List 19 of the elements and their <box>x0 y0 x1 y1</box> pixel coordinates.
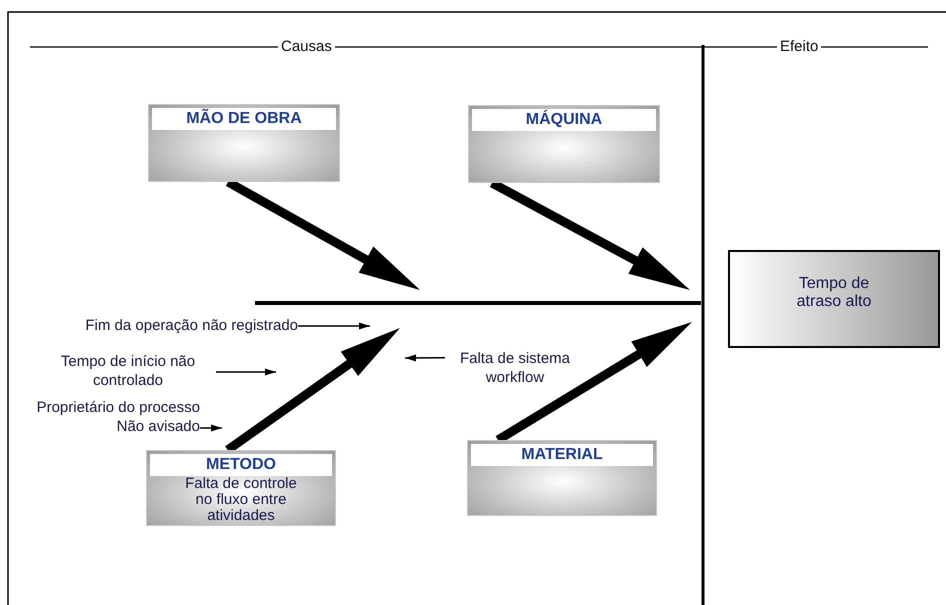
cause-text: Fim da operação não registrado <box>26 316 298 336</box>
category-title: MATERIAL <box>471 444 653 466</box>
arrow <box>216 368 276 376</box>
category-title: MÃO DE OBRA <box>152 108 336 130</box>
effect-box <box>728 250 940 348</box>
category-title: METODO <box>150 454 332 476</box>
category-box <box>148 104 340 182</box>
cause-text: Falta de sistema workflow <box>445 349 585 389</box>
category-title: MÁQUINA <box>472 109 656 131</box>
arrow <box>405 354 445 362</box>
category-box <box>146 450 336 526</box>
cause-text: Tempo de início não controlado <box>40 352 216 392</box>
arrow <box>298 322 370 330</box>
effect-text: Tempo de atraso alto <box>796 275 872 311</box>
cause-text: Falta de controle no fluxo entre atividades <box>184 476 298 524</box>
arrow <box>200 424 222 432</box>
category-box <box>467 440 657 516</box>
cause-text: Proprietário do processo Não avisado <box>12 398 200 438</box>
category-box <box>468 105 660 183</box>
